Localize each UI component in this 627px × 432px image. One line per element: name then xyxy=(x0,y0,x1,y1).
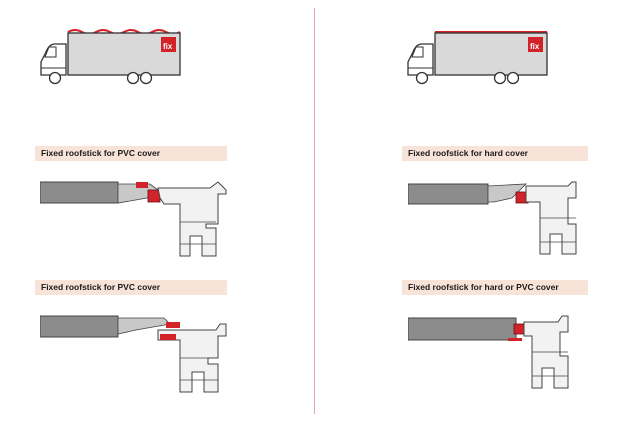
roofstick-hard-diagram xyxy=(408,181,577,255)
roofstick-hard-or-pvc-diagram xyxy=(408,315,569,389)
center-divider xyxy=(314,8,315,414)
label-left-2: Fixed roofstick for PVC cover xyxy=(35,280,227,295)
roofstick-pvc-diagram-1 xyxy=(40,181,227,257)
fix-logo: fix xyxy=(530,42,540,51)
truck-hard-cover-icon: fix xyxy=(407,31,548,85)
fix-logo: fix xyxy=(163,42,173,51)
truck-pvc-cover-icon: fix xyxy=(40,29,181,85)
label-right-1: Fixed roofstick for hard cover xyxy=(402,146,588,161)
roofstick-pvc-diagram-2 xyxy=(40,315,227,393)
label-right-2: Fixed roofstick for hard or PVC cover xyxy=(402,280,588,295)
label-left-1: Fixed roofstick for PVC cover xyxy=(35,146,227,161)
